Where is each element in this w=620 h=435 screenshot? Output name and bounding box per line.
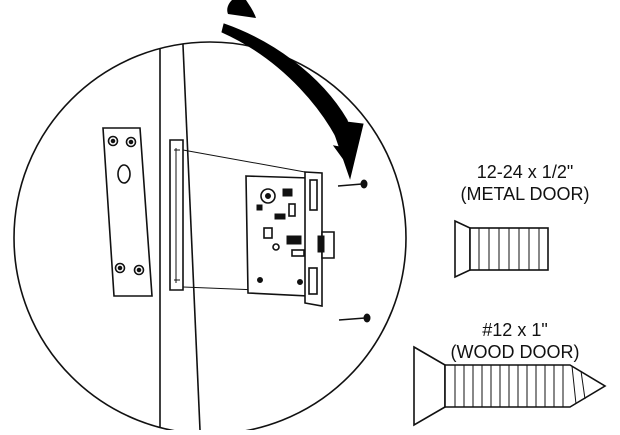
mounting-screw-bottom: [338, 313, 371, 323]
metal-screw-size-label: 12-24 x 1/2": [476, 162, 574, 182]
face-plate: [102, 127, 153, 297]
machine-screw-icon: [454, 219, 549, 279]
mortise-lock-body: [245, 171, 335, 307]
wood-screw-icon: [413, 345, 607, 427]
detail-circle: [13, 41, 407, 435]
metal-door-label: (METAL DOOR): [460, 184, 590, 204]
wood-screw-size-label: #12 x 1": [482, 320, 548, 340]
door-mortise-pocket: [169, 139, 184, 291]
wood-door-label: (WOOD DOOR): [450, 342, 580, 362]
curved-arrow-icon: [221, 0, 364, 180]
mounting-screw-top: [337, 179, 368, 189]
door-edge: [159, 42, 201, 431]
